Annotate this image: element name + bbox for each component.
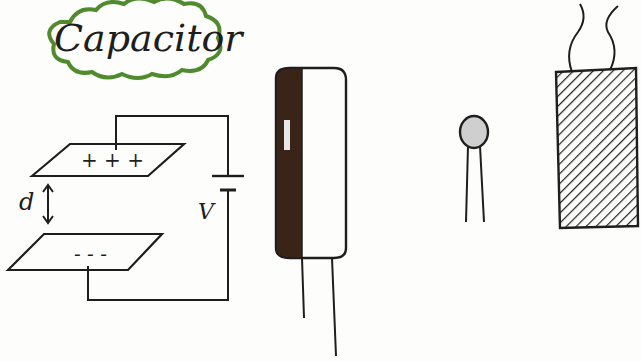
large-capacitor-leads bbox=[569, 4, 618, 72]
charge-label: + + + bbox=[81, 150, 144, 170]
ceramic-capacitor bbox=[460, 116, 488, 148]
charge-label: - - - bbox=[74, 244, 107, 264]
wire bbox=[88, 116, 228, 300]
ceramic-leads bbox=[466, 146, 484, 222]
top-plate bbox=[32, 144, 184, 176]
dimension-label: d bbox=[19, 190, 34, 214]
electrolytic-capacitor bbox=[276, 68, 346, 258]
bottom-plate bbox=[8, 234, 162, 270]
stripe-mark bbox=[284, 120, 290, 150]
large-capacitor bbox=[556, 68, 638, 228]
voltage-label: V bbox=[198, 201, 214, 223]
gap-arrow bbox=[43, 185, 53, 223]
battery-long-plate bbox=[212, 175, 244, 177]
electrolytic-stripe bbox=[276, 68, 302, 258]
battery-short-plate bbox=[220, 189, 236, 192]
title-text: Capacitor bbox=[54, 19, 242, 57]
electrolytic-leads bbox=[302, 258, 336, 356]
